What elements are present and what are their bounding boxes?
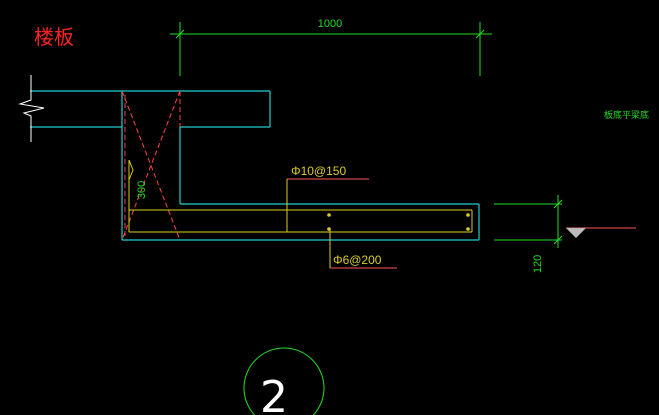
rebar-dot: [466, 213, 470, 217]
rebar-leaders: [287, 178, 397, 269]
width-dimension: [170, 22, 492, 76]
dim-tick-left: [175, 29, 185, 39]
rebar-group: [128, 160, 473, 233]
rebar-dots: [327, 213, 470, 231]
rebar-hook-arrow: [128, 159, 134, 181]
thickness-dimension-label: 120: [532, 255, 544, 273]
elevation-symbol: [566, 227, 636, 238]
bottom-rebar-label: Φ6@200: [333, 253, 382, 267]
break-line-symbol: [18, 75, 45, 142]
thickness-dimension: [494, 195, 563, 248]
section-number: 2: [260, 372, 288, 415]
width-dimension-label: 1000: [318, 18, 342, 30]
rebar-dot: [327, 213, 331, 217]
thickness-tick-top: [553, 199, 563, 209]
elevation-note: 板底平梁底: [604, 109, 649, 121]
hidden-diagonal-1: [121, 90, 181, 241]
rebar-dot: [466, 227, 470, 231]
ledge-section: [121, 91, 480, 241]
thickness-tick-bottom: [553, 235, 563, 245]
top-rebar-label: Φ10@150: [291, 164, 346, 178]
rebar-leader-stems: [286, 179, 331, 268]
dim-tick-right: [475, 29, 485, 39]
drawing-title: 楼板: [34, 25, 74, 49]
elevation-triangle: [566, 228, 586, 238]
hidden-diagonal-2: [121, 90, 181, 241]
height-dimension-label: 300: [136, 181, 148, 199]
hidden-lines: [121, 90, 181, 241]
upper-slab: [30, 90, 271, 128]
section-circle: [243, 347, 325, 415]
